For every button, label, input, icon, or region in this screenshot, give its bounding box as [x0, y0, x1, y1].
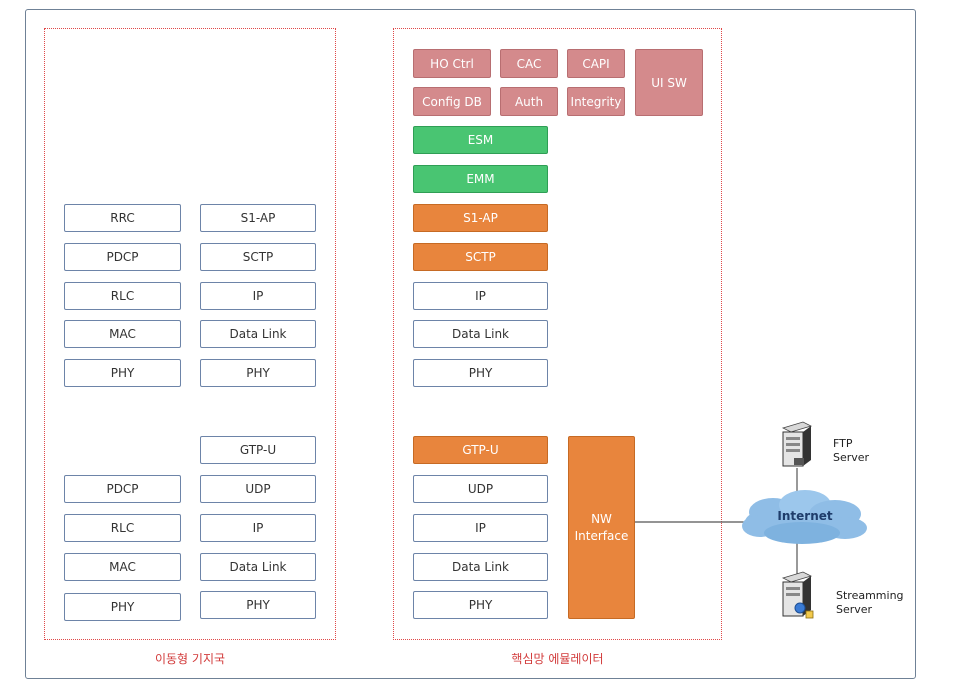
- base-station-caption: 이동형 기지국: [154, 652, 226, 666]
- core-esm-layer: ESM: [413, 126, 548, 154]
- streaming-server-icon: [781, 571, 814, 619]
- streaming-server-label-line2: Server: [836, 603, 873, 616]
- ftp-server-label-line2: Server: [833, 451, 870, 464]
- bs-user-mac-layer: MAC: [64, 553, 181, 581]
- base-station-zone: [44, 28, 336, 640]
- core-gtpu-layer: GTP-U: [413, 436, 548, 464]
- bs-rrc-layer: RRC: [64, 204, 181, 232]
- streaming-server-label-line1: Streamming: [836, 589, 904, 602]
- core-phy-layer: PHY: [413, 359, 548, 387]
- ui-sw-module: UI SW: [635, 49, 703, 116]
- core-user-phy-layer: PHY: [413, 591, 548, 619]
- integrity-module: Integrity: [567, 87, 625, 116]
- ho-ctrl-module: HO Ctrl: [413, 49, 491, 78]
- internet-label: Internet: [777, 509, 833, 523]
- bs-ip-layer: IP: [200, 282, 316, 310]
- core-s1ap-layer: S1-AP: [413, 204, 548, 232]
- bs-gtp-datalink-layer: Data Link: [200, 553, 316, 581]
- nw-interface-block: NW Interface: [568, 436, 635, 619]
- auth-module: Auth: [500, 87, 558, 116]
- bs-s1-phy-layer: PHY: [200, 359, 316, 387]
- diagram-frame: [25, 9, 916, 679]
- core-emulator-caption: 핵심망 에뮬레이터: [511, 652, 604, 666]
- bs-gtp-ip-layer: IP: [200, 514, 316, 542]
- nw-interface-line2: Interface: [574, 528, 629, 543]
- core-emm-layer: EMM: [413, 165, 548, 193]
- core-ip-layer: IP: [413, 282, 548, 310]
- core-user-datalink-layer: Data Link: [413, 553, 548, 581]
- bs-pdcp-layer: PDCP: [64, 243, 181, 271]
- bs-user-phy-layer: PHY: [64, 593, 181, 621]
- internet-cloud-icon: [742, 490, 867, 544]
- core-sctp-layer: SCTP: [413, 243, 548, 271]
- bs-gtp-phy-layer: PHY: [200, 591, 316, 619]
- streaming-server-label: Streamming Server: [836, 589, 904, 617]
- bs-phy-layer: PHY: [64, 359, 181, 387]
- bs-user-rlc-layer: RLC: [64, 514, 181, 542]
- bs-gtpu-layer: GTP-U: [200, 436, 316, 464]
- bs-datalink-layer: Data Link: [200, 320, 316, 348]
- bs-rlc-layer: RLC: [64, 282, 181, 310]
- core-user-ip-layer: IP: [413, 514, 548, 542]
- config-db-module: Config DB: [413, 87, 491, 116]
- bs-mac-layer: MAC: [64, 320, 181, 348]
- ftp-server-icon: [781, 421, 813, 467]
- bs-sctp-layer: SCTP: [200, 243, 316, 271]
- cac-module: CAC: [500, 49, 558, 78]
- capi-module: CAPI: [567, 49, 625, 78]
- bs-udp-layer: UDP: [200, 475, 316, 503]
- ftp-server-label-line1: FTP: [833, 437, 853, 450]
- core-emulator-zone: [393, 28, 722, 640]
- bs-s1ap-layer: S1-AP: [200, 204, 316, 232]
- core-udp-layer: UDP: [413, 475, 548, 503]
- ftp-server-label: FTP Server: [833, 437, 869, 465]
- core-datalink-layer: Data Link: [413, 320, 548, 348]
- bs-user-pdcp-layer: PDCP: [64, 475, 181, 503]
- nw-interface-line1: NW: [591, 511, 612, 526]
